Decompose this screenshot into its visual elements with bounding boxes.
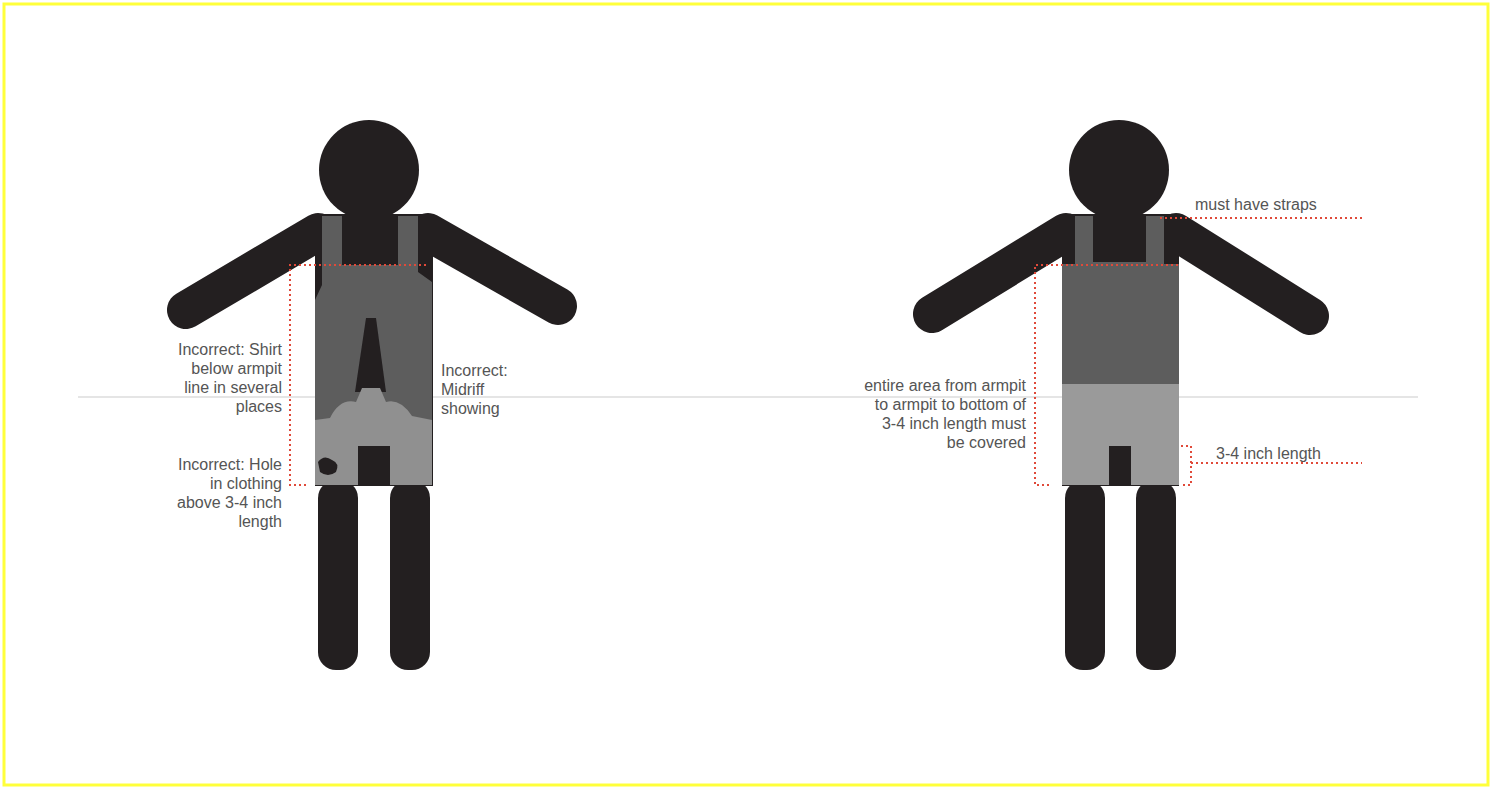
callout-label: Incorrect: Hole in clothing above 3-4 in…	[163, 455, 282, 531]
callout-label: 3-4 inch length	[1216, 444, 1376, 463]
callout-label: entire area from armpit to armpit to bot…	[860, 376, 1026, 452]
callout-label: must have straps	[1195, 195, 1375, 214]
callout-label: Incorrect: Shirt below armpit line in se…	[170, 340, 282, 416]
guide-line	[78, 396, 1418, 398]
callout-label: Incorrect: Midriff showing	[441, 361, 541, 418]
callout-lines	[290, 218, 1362, 485]
frame-border	[4, 4, 1488, 785]
